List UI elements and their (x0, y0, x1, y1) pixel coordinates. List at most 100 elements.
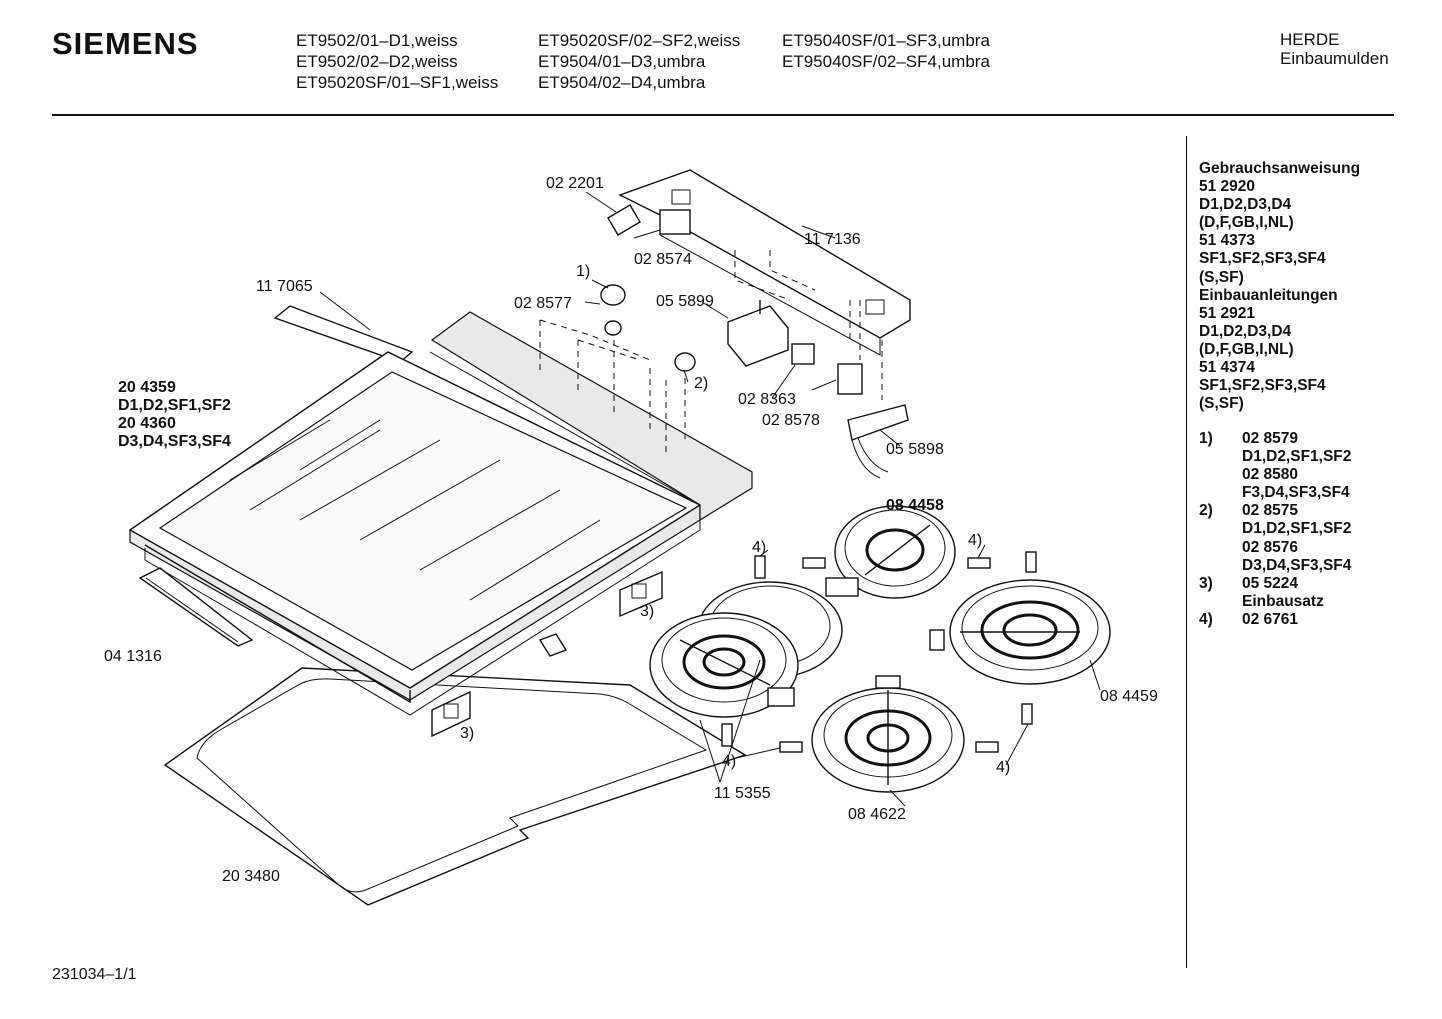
hotplate-rear-center (825, 505, 956, 599)
callout-label: 2) (694, 375, 708, 392)
hotplate-front-center (811, 675, 965, 793)
knob-028577 (600, 284, 626, 336)
footnote-line: 02 8579 (1242, 430, 1299, 447)
switch-028578 (837, 363, 863, 395)
part-label: 02 2201 (546, 175, 604, 192)
model-item: ET95020SF/01–SF1,weiss (296, 73, 499, 92)
callout-label: 1) (576, 263, 590, 280)
footnote-line: D3,D4,SF3,SF4 (1242, 556, 1352, 574)
model-item: ET9504/01–D3,umbra (538, 52, 706, 71)
category-main: HERDE (1280, 30, 1340, 49)
variant-label: D3,D4,SF3,SF4 (118, 433, 231, 450)
footnote-number: 4) (1199, 610, 1213, 628)
footnote-number: 2) (1199, 502, 1213, 520)
part-label: 02 8577 (514, 295, 572, 312)
variant-label: 20 4359 (118, 379, 176, 396)
legend-line: 51 4374 (1199, 359, 1256, 377)
pilot-lamp-028363 (791, 343, 815, 365)
part-label: 20 3480 (222, 868, 280, 885)
footnote-line: 02 6761 (1242, 610, 1299, 628)
part-label: 11 7065 (256, 278, 313, 295)
variant-label: D1,D2,SF1,SF2 (118, 397, 231, 414)
mounting-bracket-right (619, 570, 663, 618)
legend-footnotes: 1) 02 8579 D1,D2,SF1,SF2 02 8580 F3,D4,S… (1199, 430, 1351, 629)
energy-regulator-055899 (727, 300, 789, 367)
legend-line: (S,SF) (1199, 268, 1244, 286)
footnote-3: 3) 05 5224 Einbausatz (1199, 575, 1351, 611)
hotplate-front-left (649, 612, 799, 718)
model-item: ET9504/02–D4,umbra (538, 73, 706, 92)
footnote-line: F3,D4,SF3,SF4 (1242, 484, 1350, 502)
model-item: ET95040SF/02–SF4,umbra (782, 52, 990, 71)
variant-label: 20 4360 (118, 415, 176, 432)
legend-documents: Gebrauchsanweisung 51 2920 D1,D2,D3,D4 (… (1199, 160, 1360, 413)
callout-label: 4) (968, 532, 982, 549)
part-label: 02 8574 (634, 251, 692, 268)
legend-line: (D,F,GB,I,NL) (1199, 340, 1294, 358)
footnote-number: 3) (1199, 574, 1213, 592)
legend-line: 51 2920 (1199, 178, 1256, 196)
footnote-line: D1,D2,SF1,SF2 (1242, 520, 1352, 538)
part-label: 11 7136 (804, 231, 861, 248)
callout-label: 3) (460, 725, 474, 742)
cap-2 (674, 352, 696, 372)
hotplate-right (929, 579, 1111, 685)
part-label: 04 1316 (104, 648, 162, 665)
drawing-number: 231034–1/1 (52, 966, 137, 983)
legend-line: SF1,SF2,SF3,SF4 (1199, 250, 1326, 268)
legend-divider (1186, 136, 1187, 968)
model-item: ET9502/02–D2,weiss (296, 52, 458, 71)
footnote-line: Einbausatz (1242, 592, 1324, 610)
leader-lines (319, 191, 1101, 807)
category-sub: Einbaumulden (1280, 49, 1389, 68)
legend-line: (D,F,GB,I,NL) (1199, 214, 1294, 232)
legend-line: D1,D2,D3,D4 (1199, 322, 1292, 340)
callout-label: 4) (752, 539, 766, 556)
legend-line: SF1,SF2,SF3,SF4 (1199, 377, 1326, 395)
assembly-lines (539, 250, 883, 452)
part-label: 02 8578 (762, 412, 820, 429)
model-item: ET95020SF/02–SF2,weiss (538, 31, 741, 50)
footnote-line: 02 8576 (1242, 538, 1299, 556)
brand-logo: SIEMENS (52, 26, 199, 61)
model-item: ET9502/01–D1,weiss (296, 31, 458, 50)
legend-line: Gebrauchsanweisung (1199, 160, 1361, 177)
legend-line: (S,SF) (1199, 395, 1244, 413)
terminal-block-055898 (847, 404, 909, 479)
trim-strip (138, 567, 254, 647)
footnote-line: 02 8580 (1242, 466, 1299, 484)
switch-028574 (659, 209, 691, 235)
model-list-col2: ET95020SF/02–SF2,weiss ET9504/01–D3,umbr… (538, 30, 740, 93)
footnote-1: 1) 02 8579 D1,D2,SF1,SF2 02 8580 F3,D4,S… (1199, 430, 1351, 502)
part-label: 08 4459 (1100, 688, 1158, 705)
model-list-col1: ET9502/01–D1,weiss ET9502/02–D2,weiss ET… (296, 30, 498, 93)
spring-clip-022201 (607, 204, 641, 236)
legend-line: Einbauanleitungen (1199, 286, 1338, 304)
callout-label: 3) (640, 603, 654, 620)
legend-line: 51 2921 (1199, 304, 1256, 322)
footnote-4: 4) 02 6761 (1199, 611, 1351, 629)
legend-line: D1,D2,D3,D4 (1199, 196, 1292, 214)
model-item: ET95040SF/01–SF3,umbra (782, 31, 990, 50)
part-label: 11 5355 (714, 785, 771, 802)
footnote-line: 02 8575 (1242, 502, 1299, 520)
footnote-number: 1) (1199, 430, 1213, 447)
footnote-line: D1,D2,SF1,SF2 (1242, 448, 1352, 466)
footnote-2: 2) 02 8575 D1,D2,SF1,SF2 02 8576 D3,D4,S… (1199, 502, 1351, 574)
cover-strip (273, 305, 414, 363)
part-label: 08 4458 (886, 497, 944, 514)
callout-label: 4) (996, 759, 1010, 776)
part-label: 05 5899 (656, 293, 714, 310)
part-label: 08 4622 (848, 806, 906, 823)
small-clip (538, 633, 568, 657)
part-label: 05 5898 (886, 441, 944, 458)
hob-glass-top (128, 311, 753, 716)
header-divider (52, 114, 1394, 116)
mounting-bracket-left (431, 690, 471, 738)
model-list-col3: ET95040SF/01–SF3,umbra ET95040SF/02–SF4,… (782, 30, 990, 72)
part-label: 02 8363 (738, 391, 796, 408)
category-label: HERDE Einbaumulden (1280, 30, 1389, 68)
callout-label: 4) (722, 753, 736, 770)
footnote-line: 05 5224 (1242, 574, 1299, 592)
